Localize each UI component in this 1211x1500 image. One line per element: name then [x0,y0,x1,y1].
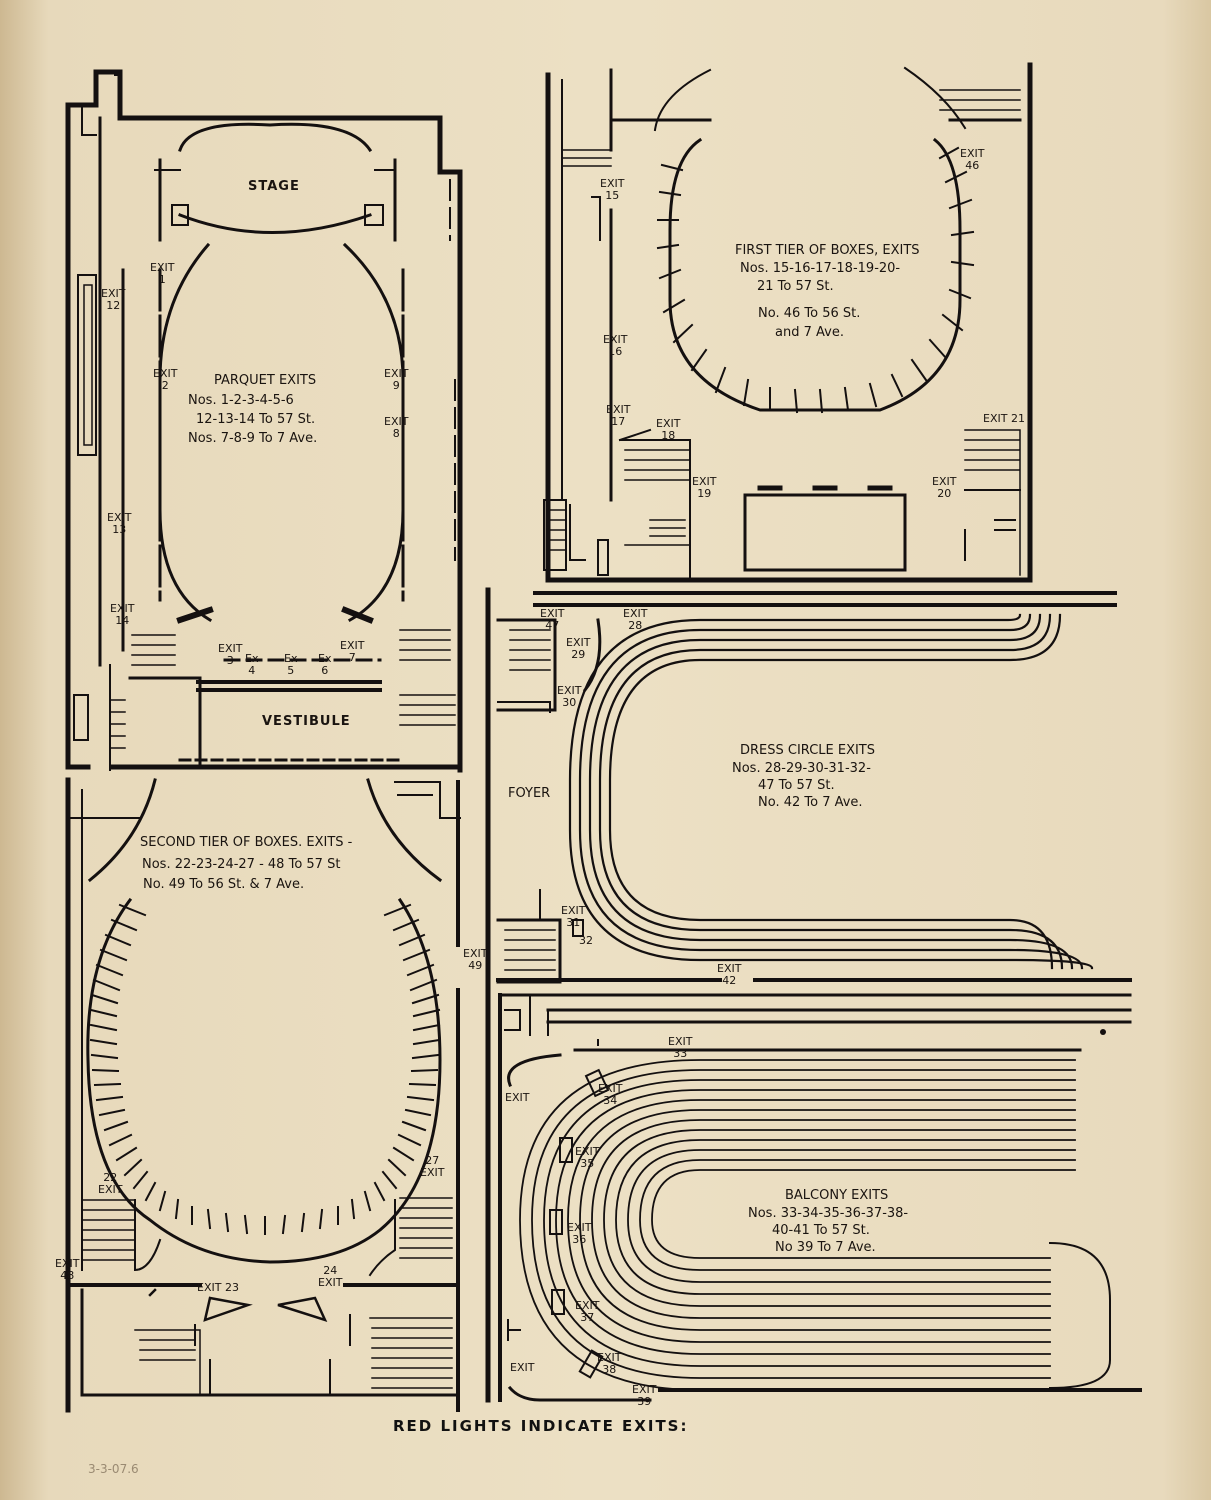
exit-unnumbered-lower-label: EXIT [510,1361,535,1374]
first-tier-line-1: Nos. 15-16-17-18-19-20- [740,261,901,276]
balcony-heading: BALCONY EXITS [785,1188,889,1203]
exit-21-label: EXIT 21 [983,412,1025,425]
dress-circle-line-1: Nos. 28-29-30-31-32- [732,761,871,776]
second-tier-line-2: No. 49 To 56 St. & 7 Ave. [143,877,305,892]
first-tier-line-4: and 7 Ave. [775,325,844,340]
dress-circle-line-3: No. 42 To 7 Ave. [758,795,863,810]
first-tier-line-2: 21 To 57 St. [757,279,834,294]
second-tier-plan [65,777,461,1413]
exit-32-label: 32 [579,934,593,947]
first-tier-plan [543,62,1033,583]
balcony-plan [498,993,1142,1402]
parquet-line-3: Nos. 7-8-9 To 7 Ave. [188,431,318,446]
second-tier-line-1: Nos. 22-23-24-27 - 48 To 57 St [142,857,341,872]
second-tier-heading: SECOND TIER OF BOXES. EXITS - [140,835,353,850]
parquet-heading: PARQUET EXITS [214,373,317,388]
exit-unnumbered-upper-label: EXIT [505,1091,530,1104]
exit-23-label: EXIT 23 [197,1281,239,1294]
balcony-line-2: 40-41 To 57 St. [772,1223,870,1238]
parquet-line-1: Nos. 1-2-3-4-5-6 [188,393,294,408]
parquet-line-2: 12-13-14 To 57 St. [196,412,316,427]
first-tier-line-3: No. 46 To 56 St. [758,306,861,321]
balcony-line-3: No 39 To 7 Ave. [775,1240,876,1255]
first-tier-heading: FIRST TIER OF BOXES, EXITS [735,243,920,258]
dress-circle-line-2: 47 To 57 St. [758,778,835,793]
dress-circle-heading: DRESS CIRCLE EXITS [740,743,876,758]
balcony-line-1: Nos. 33-34-35-36-37-38- [748,1206,909,1221]
foyer-label: FOYER [508,786,551,801]
red-lights-footer: RED LIGHTS INDICATE EXITS: [393,1417,689,1435]
vestibule-label: VESTIBULE [262,714,351,729]
pencil-archive-note: 3-3-07.6 [88,1462,139,1476]
parquet-plan [65,69,463,773]
stage-label: STAGE [248,179,300,194]
dress-circle-plan [485,587,1132,1403]
